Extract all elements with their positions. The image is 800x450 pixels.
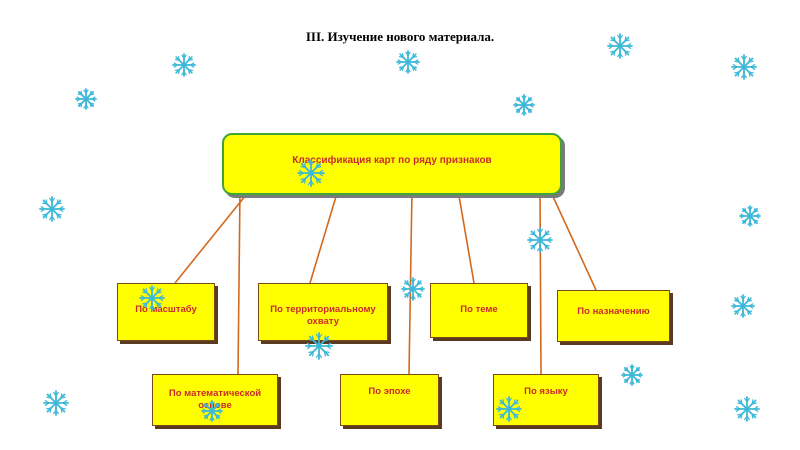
connector-line-1: [237, 189, 241, 375]
snowflake-icon: [172, 53, 196, 77]
snowflake-icon: [496, 396, 522, 422]
node-purpose: По назначению: [557, 290, 670, 342]
node-epoch: По эпохе: [340, 374, 439, 426]
connector-line-3: [408, 189, 413, 375]
snowflake-icon: [731, 294, 755, 318]
snowflake-icon: [201, 400, 223, 422]
node-territory: По территориальному охвату: [258, 283, 388, 341]
root-node-label: Классификация карт по ряду признаков: [292, 155, 492, 166]
connector-line-2: [309, 189, 339, 284]
snowflake-icon: [734, 396, 760, 422]
node-epoch-label: По эпохе: [368, 386, 411, 397]
snowflake-icon: [621, 364, 643, 386]
connector-line-0: [174, 189, 251, 284]
node-territory-label: По территориальному охвату: [270, 304, 376, 327]
slide-title: III. Изучение нового материала.: [305, 29, 495, 44]
snowflake-icon: [39, 196, 65, 222]
node-language: По языку: [493, 374, 599, 426]
snowflake-icon: [139, 285, 165, 311]
node-scale-label: По масштабу: [135, 304, 197, 315]
snowflake-icon: [43, 390, 69, 416]
node-language-label: По языку: [524, 386, 568, 397]
snowflake-icon: [731, 54, 757, 80]
snowflake-icon: [513, 94, 535, 116]
snowflake-icon: [607, 33, 633, 59]
node-scale: По масштабу: [117, 283, 215, 341]
connector-line-5: [539, 189, 542, 375]
node-math: По математической основе: [152, 374, 278, 426]
root-node: Классификация карт по ряду признаков: [222, 133, 562, 195]
snowflake-icon: [75, 88, 97, 110]
snowflake-icon: [401, 277, 425, 301]
connector-line-4: [457, 189, 475, 284]
node-math-label: По математической основе: [168, 388, 262, 411]
snowflake-icon: [739, 205, 761, 227]
node-theme-label: По теме: [460, 304, 498, 315]
node-theme: По теме: [430, 283, 528, 338]
snowflake-icon: [396, 50, 420, 74]
node-purpose-label: По назначению: [577, 306, 650, 317]
connector-line-6: [549, 189, 597, 291]
snowflake-icon: [305, 332, 333, 360]
snowflake-icon: [297, 159, 325, 187]
snowflake-icon: [527, 227, 553, 253]
